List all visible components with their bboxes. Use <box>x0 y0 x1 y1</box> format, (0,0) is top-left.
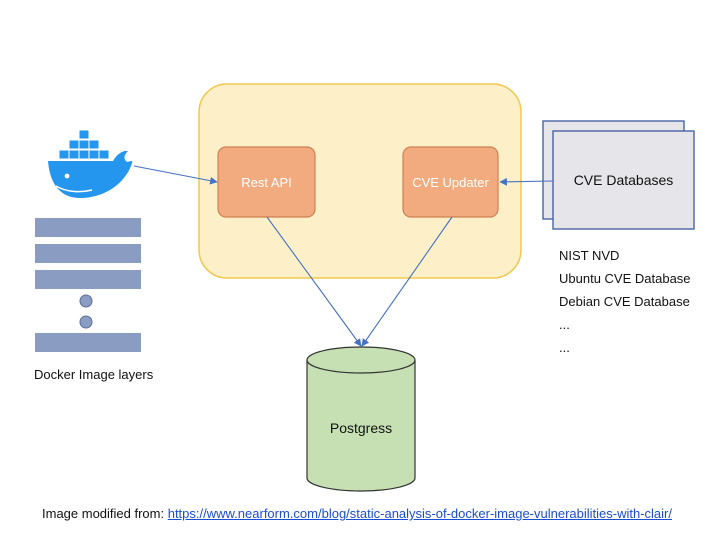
cve-databases-front-sheet <box>552 130 695 230</box>
image-layer <box>35 218 141 237</box>
cve-source-item: ... <box>559 340 570 355</box>
rest-api-to-postgres-arrow <box>266 216 362 347</box>
updater-to-postgres-arrow <box>361 216 453 347</box>
cve-sources-list: NIST NVD Ubuntu CVE Database Debian CVE … <box>559 244 691 359</box>
layer-ellipsis-dot <box>79 315 93 329</box>
image-layer <box>35 244 141 263</box>
cve-source-item: ... <box>559 317 570 332</box>
cve-source-item: Debian CVE Database <box>559 294 690 309</box>
postgres-cylinder <box>306 346 416 492</box>
layer-ellipsis-dot <box>79 294 93 308</box>
cve-databases-to-updater-arrow <box>499 178 554 186</box>
docker-image-layers-label: Docker Image layers <box>34 367 154 382</box>
footer-attribution: Image modified from: https://www.nearfor… <box>42 506 672 521</box>
cve-databases-label: CVE Databases <box>573 172 674 188</box>
whale-to-rest-api-arrow <box>133 165 218 185</box>
rest-api-box <box>217 146 316 218</box>
cve-updater-label: CVE Updater <box>412 174 489 190</box>
image-layer <box>35 270 141 289</box>
image-layer <box>35 333 141 352</box>
docker-whale-icon <box>48 129 133 198</box>
clair-container <box>198 83 522 279</box>
cve-source-item: NIST NVD <box>559 248 620 263</box>
cve-source-item: Ubuntu CVE Database <box>559 271 691 286</box>
rest-api-label: Rest API <box>241 174 292 190</box>
cve-updater-box <box>402 146 499 218</box>
source-link[interactable]: https://www.nearform.com/blog/static-ana… <box>167 506 672 521</box>
postgres-label: Postgress <box>329 420 393 436</box>
docker-image-layers <box>35 218 141 352</box>
footer-prefix: Image modified from: <box>42 506 168 521</box>
